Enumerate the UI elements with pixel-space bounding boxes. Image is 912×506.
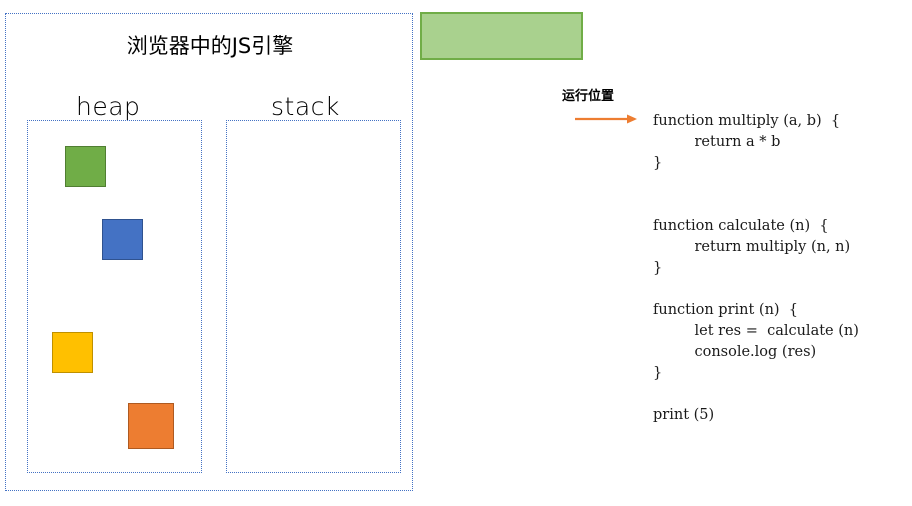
arrow-right-icon bbox=[575, 114, 637, 124]
heap-block-yellow bbox=[52, 332, 93, 373]
code-line: function calculate (n) { bbox=[653, 218, 829, 234]
code-line: return multiply (n, n) bbox=[653, 239, 851, 255]
code-line: let res = calculate (n) bbox=[653, 323, 859, 339]
code-line bbox=[653, 279, 903, 300]
heap-box bbox=[27, 120, 202, 473]
stack-box bbox=[226, 120, 401, 473]
page-title: 浏览器中的JS引擎 bbox=[126, 34, 294, 58]
heap-block-green bbox=[65, 146, 106, 187]
code-line: return a * b bbox=[653, 134, 781, 150]
code-line: console.log (res) bbox=[653, 344, 817, 360]
running-position-label: 运行位置 bbox=[562, 89, 615, 104]
code-line: } bbox=[653, 365, 663, 381]
green-banner bbox=[420, 12, 583, 60]
code-line: function print (n) { bbox=[653, 302, 799, 318]
heap-block-orange bbox=[128, 403, 174, 449]
code-line bbox=[653, 195, 903, 216]
js-engine-container: 浏览器中的JS引擎 heap stack bbox=[5, 13, 413, 491]
code-line: function multiply (a, b) { bbox=[653, 113, 841, 129]
stack-label: stack bbox=[271, 92, 340, 121]
code-line: } bbox=[653, 155, 663, 171]
code-line: print (5) bbox=[653, 407, 715, 423]
code-listing: function multiply (a, b) { return a * b}… bbox=[653, 111, 903, 426]
heap-block-blue bbox=[102, 219, 143, 260]
code-line bbox=[653, 384, 903, 405]
code-line: } bbox=[653, 260, 663, 276]
code-line bbox=[653, 174, 903, 195]
heap-label: heap bbox=[76, 92, 141, 121]
